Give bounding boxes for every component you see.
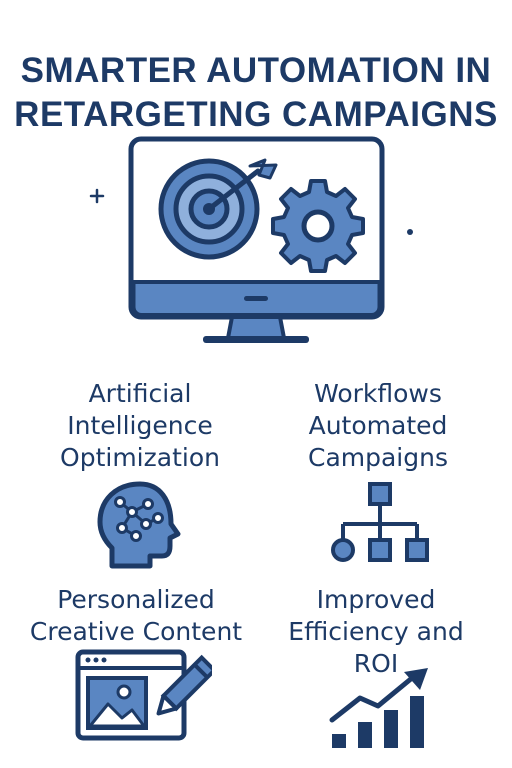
- feature-personalized-content: Personalized Creative Content: [16, 584, 256, 648]
- dot-icon: [407, 229, 413, 235]
- gear-icon: [271, 179, 365, 273]
- feature-improved-efficiency: Improved Efficiency and ROI: [256, 584, 496, 680]
- title-line-1: SMARTER AUTOMATION IN: [20, 51, 492, 91]
- feature-label: Artificial Intelligence Optimization: [60, 379, 220, 472]
- ai-head-icon: [97, 481, 181, 569]
- monitor-icon: [89, 136, 413, 343]
- target-arrow-icon: [158, 158, 278, 260]
- feature-label: Improved Efficiency and ROI: [288, 585, 464, 678]
- sparkle-plus-icon: [89, 188, 105, 204]
- creative-content-icon: [75, 649, 212, 741]
- title-line-2: RETARGETING CAMPAIGNS: [14, 95, 498, 135]
- page-title: SMARTER AUTOMATION IN RETARGETING CAMPAI…: [0, 49, 512, 137]
- feature-label: Workflows Automated Campaigns: [307, 379, 448, 472]
- feature-automated-workflows: Workflows Automated Campaigns: [258, 378, 498, 474]
- feature-label: Personalized Creative Content: [29, 585, 243, 646]
- workflow-icon: [331, 482, 429, 562]
- feature-ai-optimization: Artificial Intelligence Optimization: [20, 378, 260, 474]
- growth-chart-icon: [329, 668, 428, 748]
